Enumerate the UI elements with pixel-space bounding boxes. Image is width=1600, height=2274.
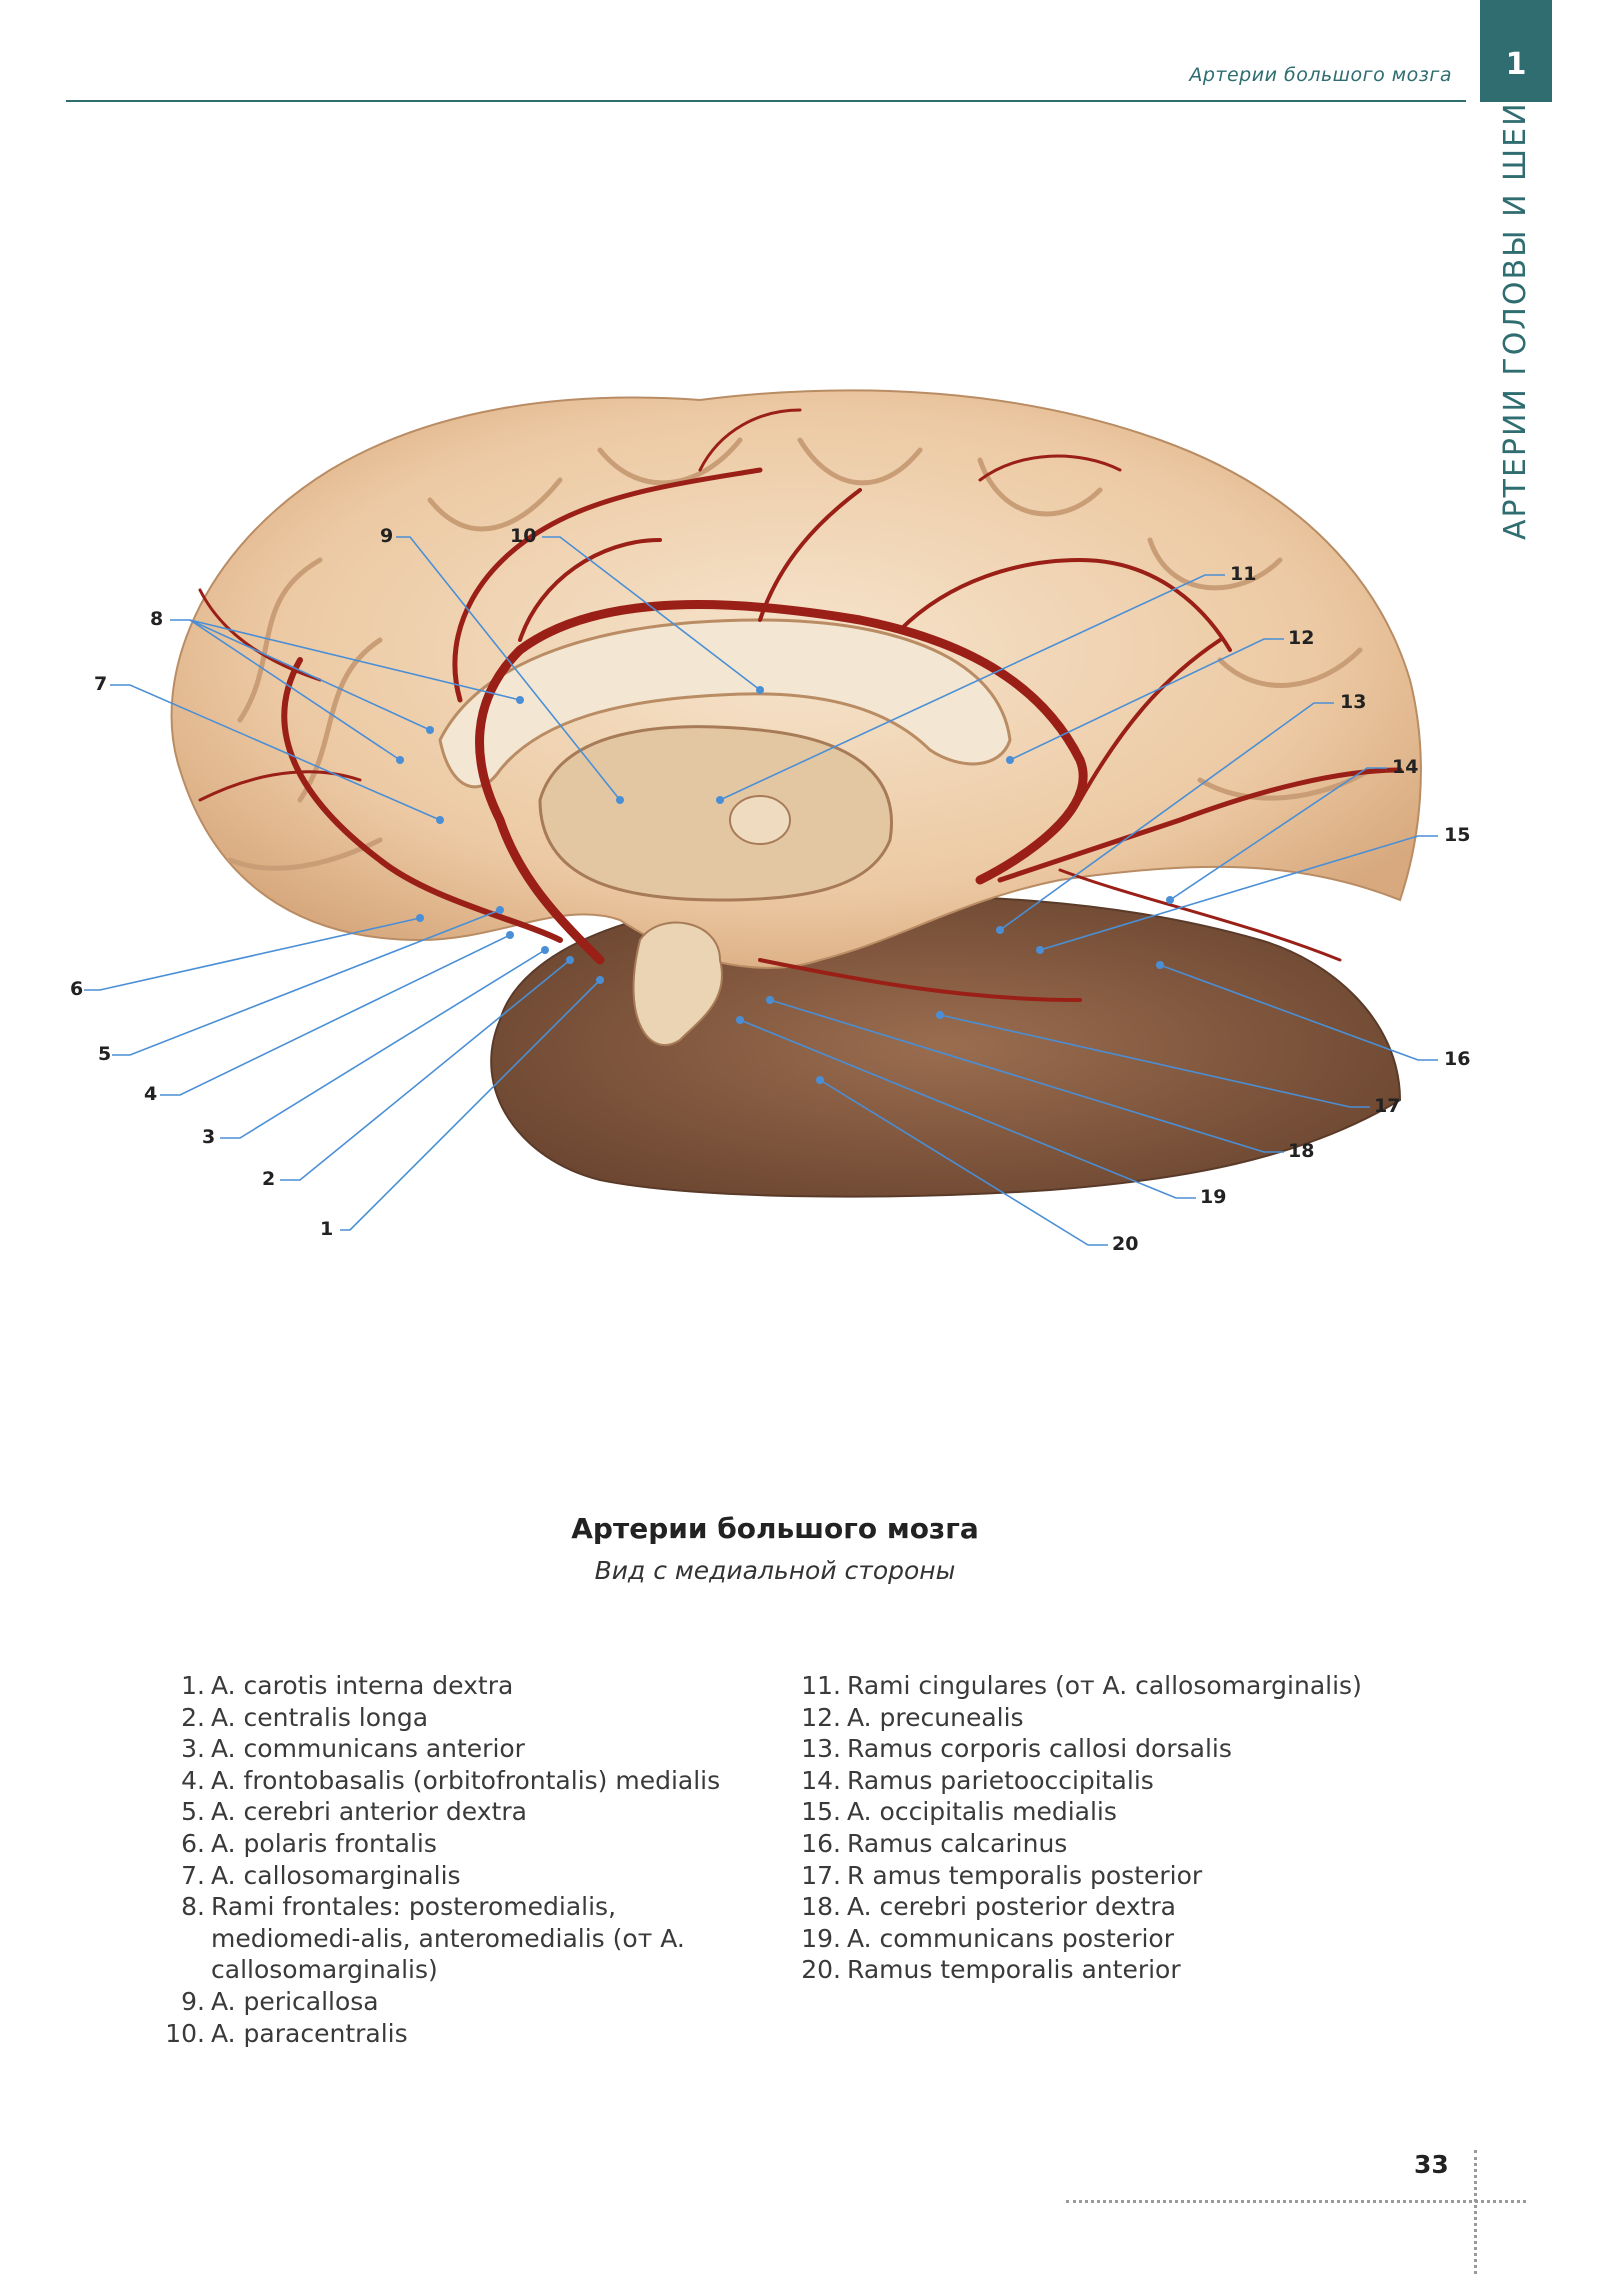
callout-18: 18: [1288, 1140, 1315, 1162]
legend-item: 14.Ramus parietooccipitalis: [796, 1765, 1396, 1797]
legend-number: 14.: [801, 1765, 841, 1795]
legend-item: 3.A. communicans anterior: [160, 1733, 760, 1765]
callout-10: 10: [510, 525, 537, 547]
figure-subtitle: Вид с медиальной стороны: [594, 1556, 956, 1585]
brain-illustration: 1 2 3 4 5 6 7 8 9 10 11 12 13 14 15 16 1…: [0, 300, 1600, 1260]
legend-left-column: 1.A. carotis interna dextra 2.A. central…: [160, 1670, 760, 2049]
legend-item: 12.A. precunealis: [796, 1702, 1396, 1734]
legend-item: 17.R amus temporalis posterior: [796, 1860, 1396, 1892]
legend-item: 18.A. cerebri posterior dextra: [796, 1891, 1396, 1923]
legend-text: A. centralis longa: [211, 1702, 429, 1732]
legend-text: A. polaris frontalis: [211, 1828, 437, 1858]
callout-2: 2: [262, 1168, 276, 1190]
legend-number: 17.: [801, 1860, 841, 1890]
callout-14: 14: [1392, 756, 1419, 778]
legend-item: 4.A. frontobasalis (orbitofrontalis) med…: [160, 1765, 760, 1797]
legend-item: 10.A. paracentralis: [160, 2018, 760, 2050]
corpus-callosum: [438, 618, 1012, 789]
legend-text: Ramus temporalis anterior: [847, 1955, 1181, 1985]
brainstem: [632, 921, 723, 1047]
artery-network: [198, 408, 1403, 1002]
footer-dotted-line: [1066, 2200, 1526, 2203]
legend-number: 16.: [801, 1828, 841, 1858]
legend-number: 13.: [801, 1734, 841, 1764]
legend-number: 18.: [801, 1892, 841, 1922]
running-title: Артерии большого мозга: [1189, 64, 1452, 86]
callout-9: 9: [380, 525, 394, 547]
page-number: 33: [1414, 2150, 1449, 2179]
legend-text: Rami frontales: posteromedialis, mediome…: [211, 1892, 685, 1985]
legend-item: 5.A. cerebri anterior dextra: [160, 1796, 760, 1828]
thalamus: [538, 725, 893, 902]
callout-13: 13: [1340, 691, 1367, 713]
legend-text: Rami cingulares (от A. callosomarginalis…: [847, 1671, 1362, 1700]
legend-item: 7.A. callosomarginalis: [160, 1860, 760, 1892]
legend-text: A. communicans anterior: [211, 1734, 525, 1764]
callout-19: 19: [1200, 1186, 1227, 1208]
legend-text: A. callosomarginalis: [211, 1860, 461, 1890]
callout-3: 3: [202, 1126, 216, 1148]
chapter-tab: 1: [1480, 0, 1552, 102]
leader-dots: [396, 686, 1174, 1084]
legend-text: A. cerebri anterior dextra: [211, 1797, 527, 1827]
callout-5: 5: [98, 1043, 112, 1065]
legend-number: 20.: [801, 1955, 841, 1985]
legend-number: 15.: [801, 1797, 841, 1827]
legend-item: 11.Rami cingulares (от A. callosomargina…: [796, 1670, 1396, 1702]
callout-12: 12: [1288, 627, 1315, 649]
legend-text: A. occipitalis medialis: [847, 1797, 1117, 1827]
legend-text: A. cerebri posterior dextra: [847, 1892, 1176, 1922]
legend-item: 8.Rami frontales: posteromedialis, medio…: [160, 1891, 760, 1986]
legend-number: 9.: [181, 1986, 205, 2016]
callout-15: 15: [1444, 824, 1471, 846]
legend-number: 1.: [181, 1671, 205, 1700]
legend-number: 10.: [165, 2018, 205, 2048]
legend-item: 13.Ramus corporis callosi dorsalis: [796, 1733, 1396, 1765]
brain-drawing: [84, 389, 1438, 1246]
legend-text: A. paracentralis: [211, 2018, 408, 2048]
legend-item: 6.A. polaris frontalis: [160, 1828, 760, 1860]
legend-item: 1.A. carotis interna dextra: [160, 1670, 760, 1702]
legend-item: 20.Ramus temporalis anterior: [796, 1954, 1396, 1986]
callout-4: 4: [144, 1083, 158, 1105]
callout-11: 11: [1230, 563, 1257, 585]
gyri-lines: [227, 437, 1373, 871]
legend-number: 19.: [801, 1923, 841, 1953]
legend-text: A. pericallosa: [211, 1986, 379, 2016]
legend-number: 11.: [801, 1671, 841, 1700]
legend-number: 3.: [181, 1734, 205, 1764]
callout-8: 8: [150, 608, 164, 630]
callout-16: 16: [1444, 1048, 1471, 1070]
legend-item: 9.A. pericallosa: [160, 1986, 760, 2018]
callout-1: 1: [320, 1218, 334, 1240]
callout-20: 20: [1112, 1233, 1139, 1255]
footer-dotted-line-vertical: [1474, 2150, 1477, 2274]
legend-item: 2.A. centralis longa: [160, 1702, 760, 1734]
callout-7: 7: [94, 673, 108, 695]
legend-text: Ramus corporis callosi dorsalis: [847, 1734, 1232, 1764]
callout-17: 17: [1374, 1095, 1401, 1117]
legend-text: Ramus calcarinus: [847, 1828, 1068, 1858]
legend-item: 15.A. occipitalis medialis: [796, 1796, 1396, 1828]
legend-number: 2.: [181, 1702, 205, 1732]
legend-text: A. frontobasalis (orbitofrontalis) media…: [211, 1765, 721, 1795]
legend-number: 4.: [181, 1765, 205, 1795]
legend-number: 7.: [181, 1860, 205, 1890]
legend-number: 8.: [181, 1892, 205, 1922]
legend-text: A. communicans posterior: [847, 1923, 1174, 1953]
legend-text: Ramus parietooccipitalis: [847, 1765, 1154, 1795]
legend-number: 12.: [801, 1702, 841, 1732]
legend-item: 16.Ramus calcarinus: [796, 1828, 1396, 1860]
legend-item: 19.A. communicans posterior: [796, 1923, 1396, 1955]
figure-title: Артерии большого мозга: [571, 1512, 979, 1545]
legend-text: A. carotis interna dextra: [211, 1671, 514, 1700]
leader-lines: [84, 536, 1438, 1246]
legend-text: R amus temporalis posterior: [847, 1860, 1203, 1890]
legend-text: A. precunealis: [847, 1702, 1024, 1732]
header-rule: [66, 100, 1466, 102]
legend-number: 6.: [181, 1828, 205, 1858]
legend-right-column: 11.Rami cingulares (от A. callosomargina…: [796, 1670, 1396, 1986]
legend-number: 5.: [181, 1797, 205, 1827]
callout-6: 6: [70, 978, 84, 1000]
